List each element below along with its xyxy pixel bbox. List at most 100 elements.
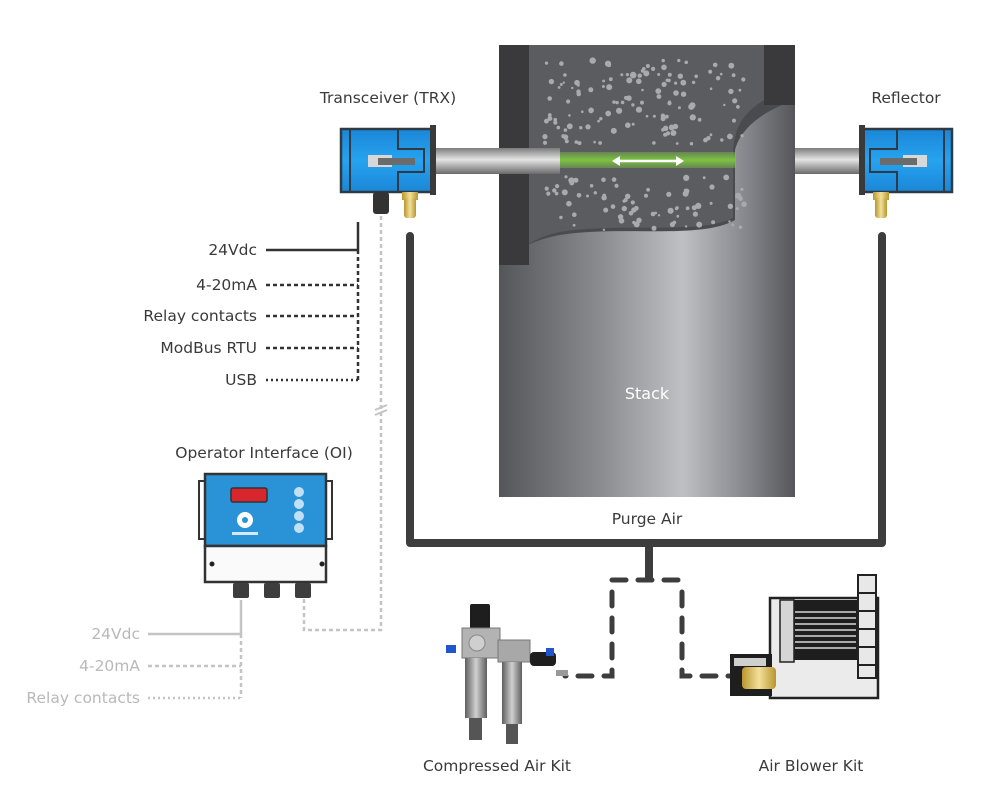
particle-dot [662,125,669,131]
particle-dot [661,81,667,87]
particle-dot [553,120,558,125]
particle-dot [577,141,582,146]
particle-dot [610,204,616,209]
particle-dot [557,86,561,89]
particle-dot [736,105,740,109]
particle-dot [641,88,644,92]
particle-dot [732,118,736,123]
particle-dot [731,223,735,227]
air-blower-kit-label: Air Blower Kit [759,757,864,775]
oi-connection-labels: 24Vdc 4-20mA Relay contacts [26,625,140,707]
particulate-dots [542,57,747,231]
particle-dot [572,223,576,227]
particle-dot [635,106,643,113]
particle-dot [708,69,713,74]
particle-dot [655,88,662,94]
particle-dot [625,122,631,128]
oi-button[interactable] [294,499,304,509]
particle-dot [670,130,677,136]
transceiver-device[interactable] [339,125,436,218]
particle-dot [601,85,605,88]
particle-dot [544,186,549,191]
oi-button[interactable] [294,487,304,497]
particle-dot [633,221,640,228]
particle-dot [562,81,565,84]
particle-dot [741,201,747,207]
particle-dot [579,126,583,130]
particle-dot [576,193,582,198]
particle-dot [738,225,743,229]
particle-dot [571,86,574,90]
particle-dot [652,114,656,118]
particle-dot [631,122,635,126]
particle-dot [614,183,619,188]
particle-dot [732,98,738,104]
particle-dot [677,73,683,79]
particle-dot [554,191,559,196]
particle-dot [715,76,721,81]
oi-wiring [148,600,243,700]
trx-wiring [266,222,360,382]
particle-dot [630,71,637,78]
particle-dot [688,103,695,110]
reflector-device[interactable] [859,125,954,218]
particle-dot [651,225,657,231]
particle-dot [661,64,667,71]
particle-dot [689,114,696,121]
particle-dot [608,77,613,82]
oi-button[interactable] [294,523,304,533]
particle-dot [542,134,548,140]
particle-dot [589,57,596,64]
particle-dot [683,174,690,181]
operator-interface-device[interactable] [198,472,333,598]
particle-dot [598,141,602,145]
particle-dot [692,211,699,217]
particle-dot [625,193,631,199]
particle-dot [740,134,744,138]
particle-dot [643,70,650,77]
air-blower-kit[interactable] [730,574,880,700]
particle-dot [602,79,605,83]
particle-dot [709,133,713,137]
particle-dot [544,61,549,65]
particle-dot [660,113,666,118]
particle-dot [712,62,718,68]
particle-dot [645,114,649,118]
particle-dot [711,220,716,225]
oi-button[interactable] [294,511,304,521]
particle-dot [667,101,672,106]
trx-conn-label: Relay contacts [143,307,257,325]
stack-inner-wall-right [764,45,795,105]
particle-dot [673,90,679,96]
oi-cable-gland [295,583,311,598]
trx-conn-label: 24Vdc [208,241,257,259]
particle-dot [564,139,569,144]
particle-dot [553,117,558,122]
stack-label: Stack [625,384,670,403]
particle-dot [620,100,625,105]
oi-cable-gland [264,583,280,598]
particle-dot [674,207,679,211]
particle-dot [675,142,679,145]
particle-dot [727,203,734,209]
particle-dot [652,141,656,145]
particle-dot [665,131,671,136]
trx-pipe [432,148,560,174]
particle-dot [626,95,632,101]
particle-dot [586,194,589,198]
particle-dot [620,73,624,77]
particle-dot [588,87,594,93]
particle-dot [689,142,694,146]
particle-dot [667,207,674,214]
particle-dot [581,110,584,113]
particle-dot [646,187,650,192]
trx-purge-fitting [402,192,418,200]
particle-dot [684,188,690,194]
particle-dot [563,73,567,77]
reflector-label: Reflector [871,89,941,107]
purge-air-label: Purge Air [612,510,683,528]
particle-dot [561,134,566,139]
particle-dot [605,110,612,117]
particle-dot [696,221,703,228]
compressed-air-kit[interactable] [446,604,568,744]
